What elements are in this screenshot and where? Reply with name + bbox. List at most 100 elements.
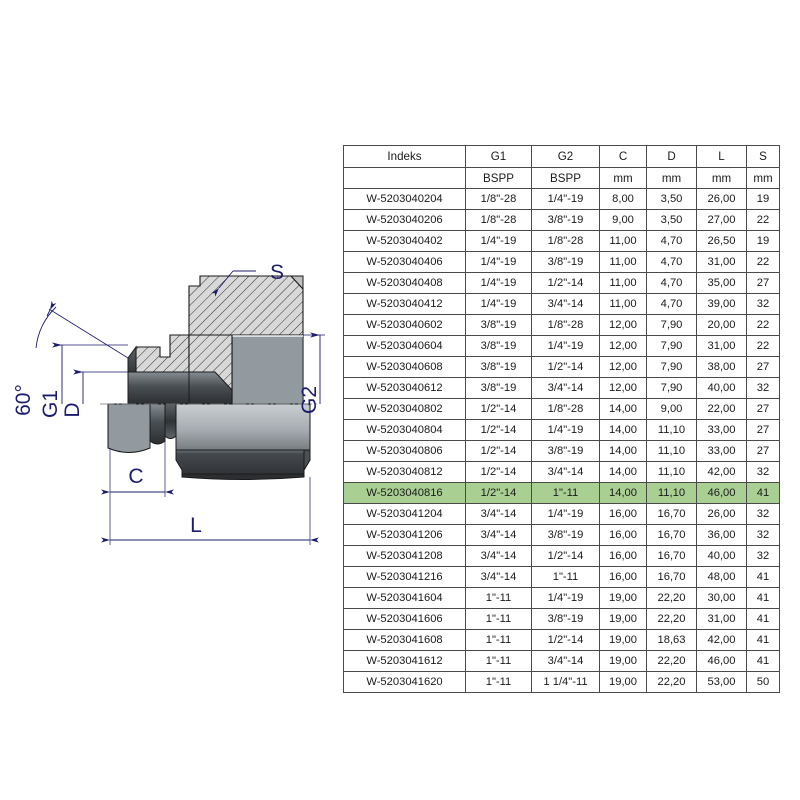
- cell-s: 32: [746, 293, 780, 315]
- cell-g2: 1/4"-19: [531, 188, 600, 210]
- cell-s: 22: [746, 251, 780, 273]
- cell-d: 18,63: [646, 629, 697, 651]
- cell-c: 19,00: [599, 587, 647, 609]
- cell-d: 11,10: [646, 482, 697, 504]
- header-indeks: Indeks: [343, 145, 466, 168]
- header-c: C: [599, 145, 647, 168]
- unit-s: mm: [746, 167, 780, 189]
- cell-c: 12,00: [599, 335, 647, 357]
- cell-index: W-5203041620: [343, 671, 466, 693]
- cell-s: 22: [746, 335, 780, 357]
- unit-d: mm: [646, 167, 697, 189]
- cell-g1: 1"-11: [465, 650, 532, 672]
- cell-l: 26,50: [696, 230, 747, 252]
- cell-l: 53,00: [696, 671, 747, 693]
- cell-g1: 1"-11: [465, 608, 532, 630]
- cell-index: W-5203040608: [343, 356, 466, 378]
- cell-l: 46,00: [696, 482, 747, 504]
- cell-g2: 1/2"-14: [531, 545, 600, 567]
- cell-index: W-5203041208: [343, 545, 466, 567]
- cell-g2: 1/8"-28: [531, 314, 600, 336]
- cell-g1: 3/8"-19: [465, 335, 532, 357]
- cell-d: 11,10: [646, 461, 697, 483]
- angle-arc: [35, 306, 57, 349]
- cell-l: 20,00: [696, 314, 747, 336]
- cell-s: 27: [746, 440, 780, 462]
- cell-index: W-5203041216: [343, 566, 466, 588]
- cell-d: 16,70: [646, 524, 697, 546]
- female-thread-bore: [231, 334, 304, 405]
- label-l: L: [190, 514, 202, 537]
- unit-indeks: [343, 167, 466, 189]
- cell-d: 16,70: [646, 545, 697, 567]
- cell-g1: 1/2"-14: [465, 461, 532, 483]
- cell-l: 48,00: [696, 566, 747, 588]
- header-s: S: [746, 145, 780, 168]
- cell-d: 22,20: [646, 608, 697, 630]
- cell-g2: 1/8"-28: [531, 398, 600, 420]
- cell-c: 11,00: [599, 293, 647, 315]
- cell-g2: 1/4"-19: [531, 335, 600, 357]
- cell-g1: 1"-11: [465, 629, 532, 651]
- cell-index: W-5203040804: [343, 419, 466, 441]
- cell-d: 11,10: [646, 440, 697, 462]
- cell-g2: 1/2"-14: [531, 272, 600, 294]
- cell-index: W-5203040812: [343, 461, 466, 483]
- unit-g2: BSPP: [531, 167, 600, 189]
- cell-g2: 3/4"-14: [531, 377, 600, 399]
- cell-g1: 3/4"-14: [465, 524, 532, 546]
- cell-s: 41: [746, 566, 780, 588]
- cell-g2: 3/8"-19: [531, 440, 600, 462]
- label-s: S: [270, 261, 284, 284]
- cell-l: 31,00: [696, 335, 747, 357]
- cell-c: 9,00: [599, 209, 647, 231]
- cell-c: 19,00: [599, 671, 647, 693]
- cell-c: 11,00: [599, 230, 647, 252]
- label-g2: G2: [298, 386, 321, 414]
- cell-index: W-5203040604: [343, 335, 466, 357]
- collar-lower: [149, 403, 166, 445]
- cell-index: W-5203041204: [343, 503, 466, 525]
- cell-g2: 3/4"-14: [531, 650, 600, 672]
- cell-g1: 1/2"-14: [465, 440, 532, 462]
- table-header-row-main: Indeks G1 G2 C D L S: [343, 145, 780, 168]
- cell-g1: 3/8"-19: [465, 377, 532, 399]
- cell-s: 41: [746, 650, 780, 672]
- cell-s: 27: [746, 398, 780, 420]
- table-head: Indeks G1 G2 C D L S BSPP BSPP mm mm mm …: [343, 145, 780, 189]
- cell-s: 41: [746, 482, 780, 504]
- cell-s: 32: [746, 545, 780, 567]
- cell-c: 16,00: [599, 503, 647, 525]
- label-c: C: [128, 465, 143, 488]
- cell-c: 14,00: [599, 461, 647, 483]
- cell-g1: 1/2"-14: [465, 482, 532, 504]
- cell-g1: 3/4"-14: [465, 545, 532, 567]
- cell-c: 14,00: [599, 398, 647, 420]
- cell-l: 31,00: [696, 608, 747, 630]
